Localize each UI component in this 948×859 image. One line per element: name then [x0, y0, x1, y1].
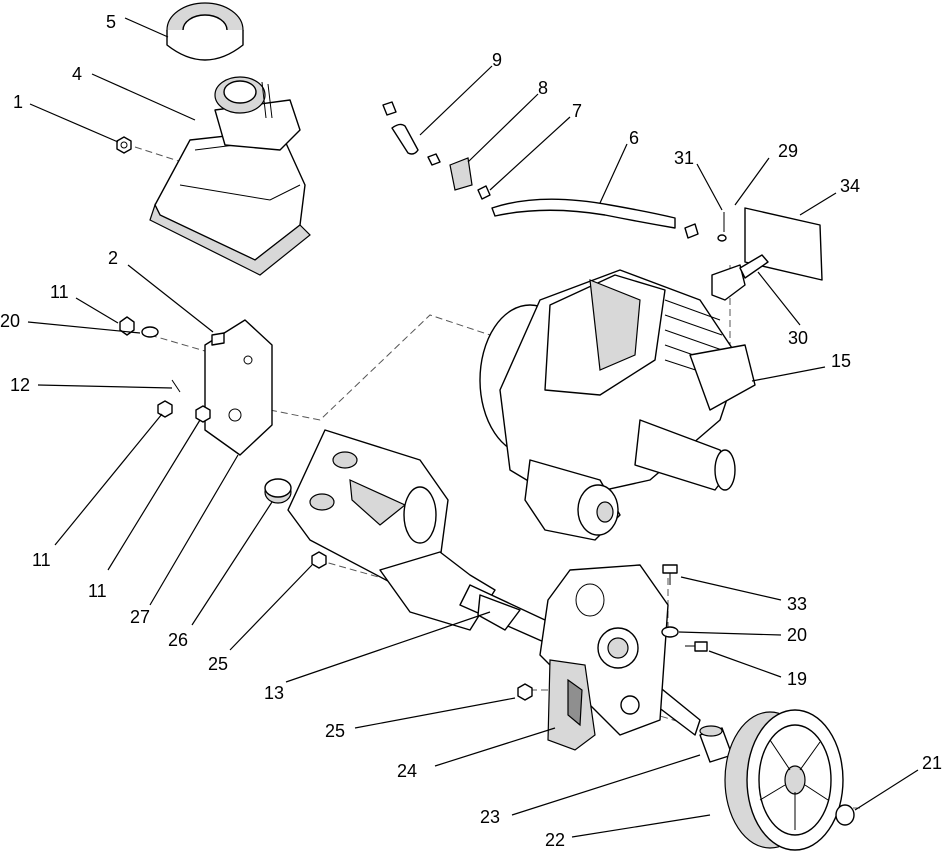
- callout-30: 30: [788, 328, 808, 348]
- callout-21: 21: [922, 753, 942, 773]
- callout-25-lower: 25: [325, 721, 345, 741]
- callout-4: 4: [72, 64, 82, 84]
- callout-13: 13: [264, 683, 284, 703]
- callout-26: 26: [168, 630, 188, 650]
- nut-part: [835, 804, 855, 826]
- fuel-line-parts: [382, 101, 699, 239]
- bolt-part: [662, 564, 678, 585]
- frame-housing-part: [287, 429, 496, 631]
- mounting-bracket-part: [119, 316, 273, 456]
- callout-19: 19: [787, 669, 807, 689]
- callout-11-lower: 11: [88, 581, 107, 601]
- nut-part: [311, 551, 327, 569]
- callout-31: 31: [674, 148, 694, 168]
- callout-27: 27: [130, 607, 150, 627]
- bolt-part: [685, 641, 708, 652]
- callout-6: 6: [629, 128, 639, 148]
- engine-part: [479, 269, 756, 541]
- callout-20: 20: [0, 311, 20, 331]
- callout-24: 24: [397, 761, 417, 781]
- callout-1: 1: [13, 92, 23, 112]
- throttle-parts: [711, 207, 823, 301]
- callout-23: 23: [480, 807, 500, 827]
- nut-part: [116, 136, 132, 154]
- callout-20-right: 20: [787, 625, 807, 645]
- spacer-part: [264, 478, 292, 504]
- callout-11: 11: [50, 282, 69, 302]
- callout-labels: 5 4 1 9 8 7 6 31 29 34 30 15 2 11 20 12 …: [0, 12, 942, 850]
- fuel-tank-part: [149, 76, 311, 276]
- callout-34: 34: [840, 176, 860, 196]
- side-plate-part: [539, 564, 669, 751]
- fuel-cap-part: [166, 2, 244, 61]
- callout-22: 22: [545, 830, 565, 850]
- callout-2: 2: [108, 248, 118, 268]
- nut-part: [517, 683, 533, 701]
- callout-25: 25: [208, 654, 228, 674]
- leader-lines: [27, 17, 919, 838]
- wheel-part: [724, 709, 844, 851]
- callout-12: 12: [10, 375, 30, 395]
- callout-7: 7: [572, 101, 582, 121]
- callout-8: 8: [538, 78, 548, 98]
- washer-part: [661, 626, 679, 638]
- callout-11-lower-left: 11: [32, 550, 51, 570]
- callout-9: 9: [492, 50, 502, 70]
- callout-15: 15: [831, 351, 851, 371]
- callout-29: 29: [778, 141, 798, 161]
- callout-5: 5: [106, 12, 116, 32]
- callout-33: 33: [787, 594, 807, 614]
- bushing-part: [699, 725, 733, 763]
